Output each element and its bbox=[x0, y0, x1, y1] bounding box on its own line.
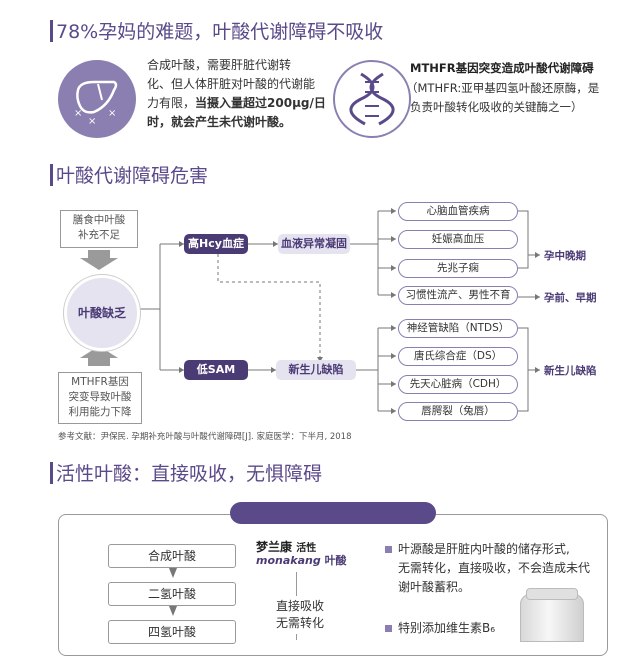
brand-logo: monakang 叶酸 bbox=[256, 552, 347, 568]
disease-pill: 唐氏综合症（DS） bbox=[398, 347, 518, 366]
direct-absorb: 直接吸收 无需转化 bbox=[268, 598, 332, 632]
svg-text:×: × bbox=[108, 108, 116, 119]
outcome-mid-late: 孕中晚期 bbox=[544, 250, 586, 262]
outcome-newborn: 新生儿缺陷 bbox=[544, 365, 597, 377]
brand-divider bbox=[296, 634, 297, 640]
brand-en: monakang bbox=[256, 554, 321, 567]
bullet-square bbox=[385, 625, 392, 632]
bullet-line: 叶源酸是肝脏内叶酸的储存形式, bbox=[398, 542, 570, 556]
liver-text: 合成叶酸，需要肝脏代谢转 化、但人体肝脏对叶酸的代谢能 力有限，当摄入量超过20… bbox=[147, 56, 347, 132]
svg-text:×: × bbox=[74, 108, 82, 119]
liver-text-plain: 力有限， bbox=[147, 96, 196, 110]
disease-pill: 先兆子痫 bbox=[398, 259, 518, 278]
brand-suffix: 活性 bbox=[296, 543, 317, 554]
mthfr-desc-1: （MTHFR:亚甲基四氢叶酸还原酶，是 bbox=[406, 81, 600, 95]
cause-mthfr: MTHFR基因 突变导致叶酸 利用能力下降 bbox=[58, 372, 142, 424]
svg-text:×: × bbox=[88, 116, 96, 127]
section-title-active: 活性叶酸：直接吸收，无惧障碍 bbox=[56, 463, 323, 485]
section-title-harm: 叶酸代谢障碍危害 bbox=[56, 165, 209, 187]
arrow-down-icon bbox=[169, 568, 177, 578]
section-title-difficulty: 78%孕妈的难题，叶酸代谢障碍不吸收 bbox=[56, 21, 384, 43]
section-bar bbox=[50, 164, 53, 186]
liver-text-line: 化、但人体肝脏对叶酸的代谢能 bbox=[147, 77, 316, 91]
disease-pill: 神经管缺陷（NTDS） bbox=[398, 319, 518, 338]
cause-diet: 膳食中叶酸 补充不足 bbox=[60, 210, 138, 248]
section-bar bbox=[50, 462, 53, 484]
section-bar bbox=[50, 20, 53, 42]
direct-line: 无需转化 bbox=[275, 616, 324, 630]
bottle-cap bbox=[526, 588, 578, 600]
step-dihydro: 二氢叶酸 bbox=[108, 582, 236, 606]
bullet-line: 谢叶酸蓄积。 bbox=[398, 580, 471, 594]
banner-label: 告别传统叶酸 选择全活性叶酸 bbox=[258, 528, 416, 542]
step-synthetic: 合成叶酸 bbox=[108, 544, 236, 568]
node-blood-clot: 血液异常凝固 bbox=[278, 234, 350, 254]
outcome-early: 孕前、早期 bbox=[544, 292, 597, 304]
dna-icon bbox=[333, 60, 411, 138]
mthfr-desc-2: 负责叶酸转化吸收的关键酶之一） bbox=[410, 100, 583, 114]
liver-text-line: 合成叶酸，需要肝脏代谢转 bbox=[147, 58, 292, 72]
banner: 告别传统叶酸 选择全活性叶酸 bbox=[230, 502, 436, 542]
step-tetrahydro: 四氢叶酸 bbox=[108, 620, 236, 644]
brand-cn: 梦兰康 bbox=[256, 540, 293, 554]
direct-line: 直接吸收 bbox=[275, 599, 324, 613]
center-label: 叶酸缺乏 bbox=[77, 306, 126, 320]
center-folate-deficiency: 叶酸缺乏 bbox=[64, 275, 140, 351]
node-low-sam: 低SAM bbox=[184, 360, 248, 380]
liver-text-bold: 当摄入量超过200μg/日 bbox=[195, 96, 326, 110]
brand-divider bbox=[296, 572, 297, 596]
cause-diet-line: 补充不足 bbox=[78, 229, 120, 241]
reference: 参考文献：尹保民. 孕期补充叶酸与叶酸代谢障碍[J]. 家庭医学：下半月, 20… bbox=[58, 432, 352, 442]
mthfr-title: MTHFR基因突变造成叶酸代谢障碍 bbox=[410, 61, 594, 75]
disease-pill: 唇腭裂（兔唇） bbox=[398, 402, 518, 421]
liver-text-line: 时，就会产生未代谢叶酸。 bbox=[147, 115, 292, 129]
disease-pill: 先天心脏病（CDH） bbox=[398, 375, 518, 394]
cause-mthfr-line: 突变导致叶酸 bbox=[68, 391, 132, 403]
brand-suffix: 叶酸 bbox=[324, 554, 347, 567]
node-high-hcy: 高Hcy血症 bbox=[184, 234, 248, 254]
brand-name-cn: 梦兰康 活性 bbox=[256, 538, 316, 555]
bullet-line: 无需转化，直接吸收，不会造成未代 bbox=[398, 561, 591, 575]
bullet-square bbox=[385, 546, 392, 553]
disease-pill: 习惯性流产、男性不育 bbox=[398, 286, 518, 305]
cause-diet-line: 膳食中叶酸 bbox=[72, 214, 126, 226]
bullet-text-1: 叶源酸是肝脏内叶酸的储存形式, 无需转化，直接吸收，不会造成未代 谢叶酸蓄积。 bbox=[398, 540, 590, 597]
bullet-text-2: 特别添加维生素B₆ bbox=[398, 621, 496, 635]
disease-pill: 心脑血管疾病 bbox=[398, 202, 518, 221]
node-newborn-defect: 新生儿缺陷 bbox=[276, 360, 356, 380]
supplement-bottle-image bbox=[520, 594, 584, 642]
disease-pill: 妊娠高血压 bbox=[398, 230, 518, 249]
flow-connectors bbox=[80, 208, 540, 414]
cause-mthfr-line: MTHFR基因 bbox=[71, 376, 129, 388]
cause-mthfr-line: 利用能力下降 bbox=[68, 406, 132, 418]
liver-text-line: 力有限，当摄入量超过200μg/日 bbox=[147, 94, 347, 113]
arrow-down-icon bbox=[169, 606, 177, 616]
liver-icon: × × × bbox=[58, 60, 136, 138]
